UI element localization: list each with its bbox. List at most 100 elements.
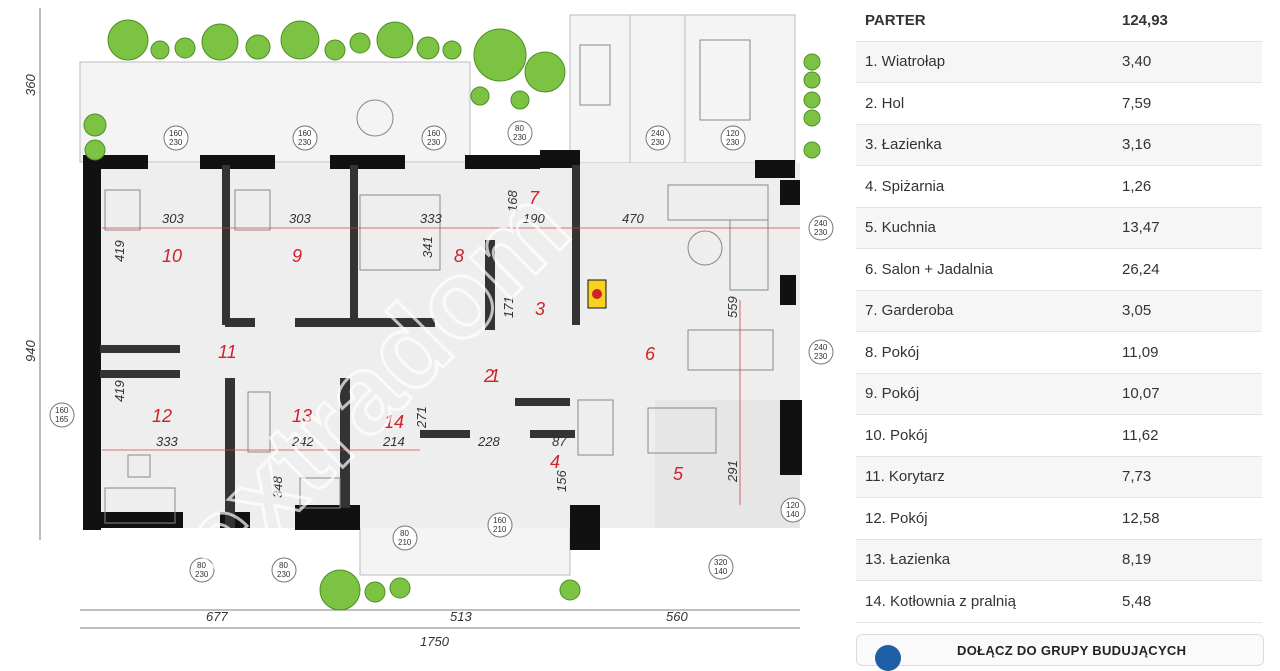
dim-419a: 419	[112, 240, 127, 262]
dim-168: 168	[505, 190, 520, 212]
room-name: 11. Korytarz	[856, 456, 1113, 498]
room-name: 4. Spiżarnia	[856, 165, 1113, 208]
dim-291: 291	[725, 460, 740, 483]
dim-228: 228	[477, 434, 500, 449]
room-number-2: 2	[483, 366, 494, 386]
room-name: 6. Salon + Jadalnia	[856, 248, 1113, 291]
room-area: 3,05	[1113, 290, 1262, 332]
svg-text:160: 160	[169, 129, 183, 138]
dim-559: 559	[725, 296, 740, 318]
floor-plan-drawing: 1 2 3 4 5 6 7 8 9 10 11 12 13 14 360 940…	[23, 8, 834, 649]
svg-text:230: 230	[651, 138, 665, 147]
svg-text:210: 210	[493, 525, 507, 534]
room-number-6: 6	[645, 344, 656, 364]
dim-190: 190	[523, 211, 545, 226]
room-area: 11,09	[1113, 331, 1262, 374]
svg-text:80: 80	[515, 124, 524, 133]
room-area: 11,62	[1113, 414, 1262, 457]
floor-total: 124,93	[1113, 0, 1262, 42]
dim-214: 214	[382, 434, 405, 449]
join-group-label: DOŁĄCZ DO GRUPY BUDUJĄCYCH	[957, 643, 1187, 658]
svg-text:80: 80	[197, 561, 206, 570]
room-name: 7. Garderoba	[856, 290, 1113, 332]
room-area: 8,19	[1113, 539, 1262, 581]
room-number-12: 12	[152, 406, 172, 426]
terrace-north	[79, 61, 471, 163]
room-area: 3,16	[1113, 124, 1262, 166]
svg-text:120: 120	[726, 129, 740, 138]
dim-940: 940	[23, 340, 38, 362]
room-name: 12. Pokój	[856, 497, 1113, 540]
svg-text:240: 240	[814, 343, 828, 352]
svg-text:165: 165	[55, 415, 69, 424]
svg-text:230: 230	[298, 138, 312, 147]
svg-text:240: 240	[814, 219, 828, 228]
room-number-5: 5	[673, 464, 684, 484]
furniture	[104, 39, 774, 524]
room-area: 7,73	[1113, 456, 1262, 498]
room-name: 2. Hol	[856, 82, 1113, 125]
join-group-button[interactable]: DOŁĄCZ DO GRUPY BUDUJĄCYCH	[856, 634, 1264, 671]
svg-text:140: 140	[714, 567, 728, 576]
trees	[83, 19, 821, 611]
room-number-4: 4	[550, 452, 560, 472]
dim-303b: 303	[289, 211, 311, 226]
svg-text:230: 230	[427, 138, 441, 147]
room-number-8: 8	[454, 246, 464, 266]
room-number-7: 7	[529, 188, 540, 208]
dim-242: 242	[291, 434, 314, 449]
svg-text:160: 160	[493, 516, 507, 525]
room-number-14: 14	[384, 412, 404, 432]
dim-513: 513	[450, 609, 472, 624]
svg-text:230: 230	[726, 138, 740, 147]
room-name: 10. Pokój	[856, 414, 1113, 457]
room-area: 26,24	[1113, 248, 1262, 291]
room-area: 3,40	[1113, 41, 1262, 83]
exterior-walls	[83, 150, 802, 550]
room-area: 7,59	[1113, 82, 1262, 125]
area-table-header: PARTER 124,93	[856, 0, 1262, 42]
room-number-11: 11	[218, 342, 237, 362]
dimension-lines	[102, 227, 800, 505]
room-name: 13. Łazienka	[856, 539, 1113, 581]
room-name: 14. Kotłownia z pralnią	[856, 580, 1113, 623]
svg-text:80: 80	[279, 561, 288, 570]
room-area: 10,07	[1113, 373, 1262, 415]
svg-text:240: 240	[651, 129, 665, 138]
dim-271: 271	[414, 406, 429, 429]
room-name: 8. Pokój	[856, 331, 1113, 374]
room-number-9: 9	[292, 246, 302, 266]
svg-text:140: 140	[786, 510, 800, 519]
svg-text:230: 230	[814, 228, 828, 237]
dim-171: 171	[501, 296, 516, 318]
dim-419b: 419	[112, 380, 127, 402]
svg-text:80: 80	[400, 529, 409, 538]
room-area: 5,48	[1113, 580, 1262, 623]
interior-walls	[100, 165, 580, 528]
room-area: 1,26	[1113, 165, 1262, 208]
floor-name: PARTER	[856, 0, 1113, 42]
room-area: 13,47	[1113, 207, 1262, 249]
